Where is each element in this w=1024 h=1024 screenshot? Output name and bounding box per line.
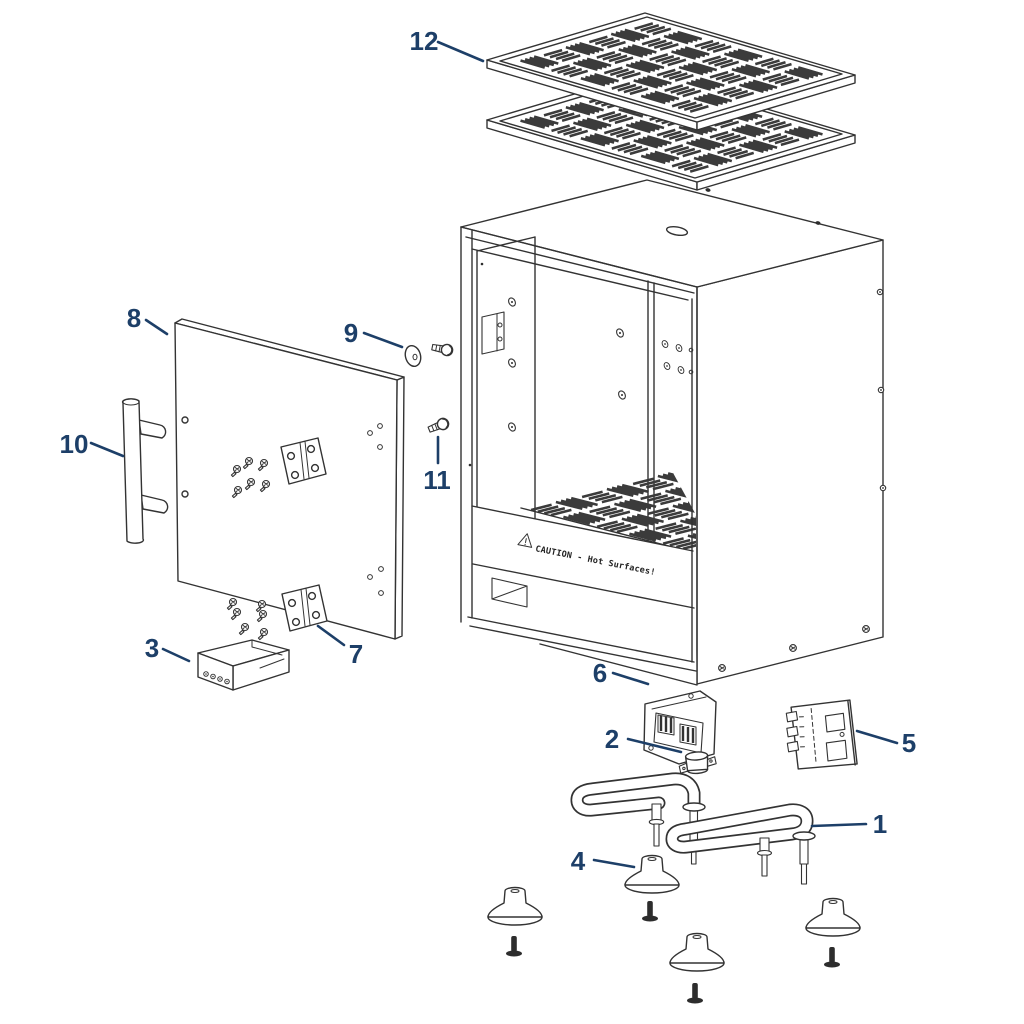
suction-feet — [487, 854, 861, 1004]
bumper-screw — [430, 340, 455, 358]
door-handle — [121, 398, 169, 544]
door-hinge-bottom — [281, 584, 328, 632]
callout-3: 3 — [145, 633, 191, 663]
element-pin — [799, 833, 809, 885]
foot-screw — [687, 983, 703, 1004]
vent-cutout — [491, 577, 528, 608]
foot-screw — [824, 947, 840, 968]
heating-element — [570, 772, 816, 885]
callout-number: 9 — [344, 318, 358, 348]
heat-chamber-floor — [530, 470, 696, 550]
door-holes — [181, 416, 384, 596]
power-inlet — [643, 690, 717, 765]
top-vent-hole — [665, 225, 689, 237]
callout-6: 6 — [593, 658, 650, 688]
callout-7: 7 — [316, 624, 363, 669]
terminal-block — [785, 699, 858, 770]
mounting-screw — [426, 416, 451, 436]
door-screws-lower — [226, 597, 269, 641]
callout-5: 5 — [855, 728, 916, 758]
suction-foot — [624, 854, 680, 894]
element-pin — [756, 837, 773, 877]
callout-12: 12 — [410, 26, 485, 63]
callout-11: 11 — [423, 435, 451, 495]
callout-number: 4 — [571, 846, 586, 876]
callout-number: 10 — [60, 429, 89, 459]
temperature-controller — [197, 639, 290, 691]
callout-number: 8 — [127, 303, 141, 333]
callouts: 1 2 3 4 5 6 7 8 — [60, 26, 917, 876]
callout-4: 4 — [571, 846, 636, 876]
callout-2: 2 — [605, 724, 683, 754]
callout-number: 3 — [145, 633, 159, 663]
element-pin — [648, 803, 665, 847]
cabinet-right-face — [696, 239, 884, 685]
callout-number: 1 — [873, 809, 887, 839]
front-frame — [460, 226, 698, 685]
suction-foot — [487, 886, 543, 926]
callout-9: 9 — [344, 318, 404, 349]
door-bumper — [404, 344, 422, 368]
foot-screw — [642, 901, 658, 922]
element-collar — [792, 831, 816, 841]
suction-foot — [805, 897, 861, 937]
callout-number: 5 — [902, 728, 916, 758]
oven-cabinet: CAUTION - Hot Surfaces! — [460, 179, 887, 686]
warning-triangle-icon — [517, 533, 533, 548]
suction-foot — [669, 932, 725, 972]
door-panel — [174, 318, 405, 641]
callout-number: 7 — [349, 639, 363, 669]
element-collar — [682, 802, 706, 812]
callout-number: 12 — [410, 26, 439, 56]
front-panel: CAUTION - Hot Surfaces! — [467, 505, 698, 686]
inlet-terminals — [657, 714, 697, 746]
callout-number: 11 — [423, 465, 451, 495]
callout-1: 1 — [810, 809, 887, 839]
door-latch-bracket — [481, 311, 505, 355]
callout-number: 6 — [593, 658, 607, 688]
foot-screw — [506, 936, 522, 957]
thermal-fuse — [678, 751, 717, 775]
element-pin — [689, 807, 699, 865]
callout-number: 2 — [605, 724, 619, 754]
callout-8: 8 — [127, 303, 169, 336]
callout-10: 10 — [60, 429, 125, 459]
shelf-tray-upper — [486, 12, 856, 131]
